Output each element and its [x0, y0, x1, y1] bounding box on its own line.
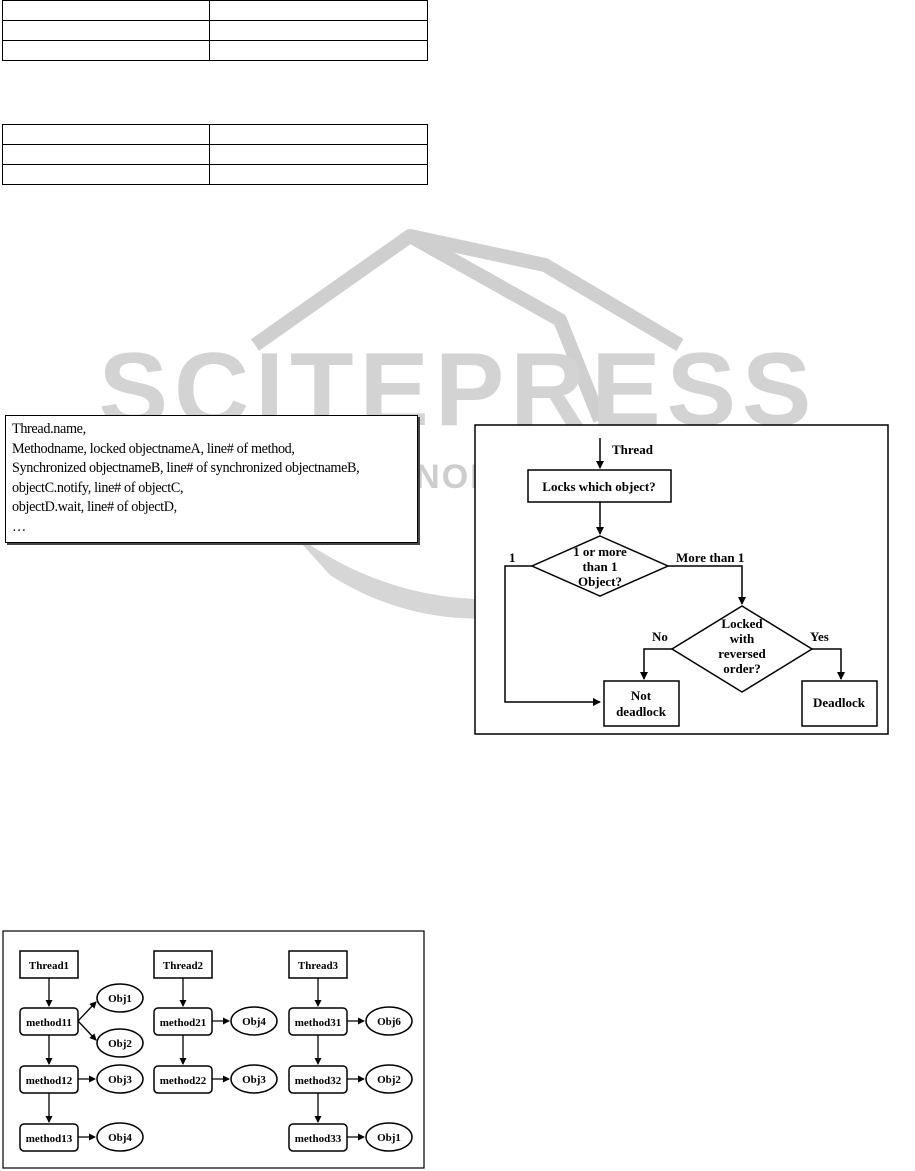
decision2-line: with — [730, 631, 755, 646]
object-node — [230, 1064, 278, 1094]
object-label: Obj4 — [242, 1016, 266, 1028]
thread-label: Thread2 — [163, 960, 204, 972]
decision1-line: Object? — [578, 574, 622, 589]
code-line: objectD.wait, line# of objectD, — [12, 499, 177, 516]
thread-method-object-diagram: Thread1 method11 Obj1 Obj2 method12 Obj3… — [2, 930, 425, 1169]
object-label: Obj2 — [108, 1038, 132, 1050]
object-node — [96, 1064, 144, 1094]
object-label: Obj3 — [108, 1074, 132, 1086]
deadlock-box — [801, 680, 878, 727]
code-line: Synchronized objectnameB, line# of synch… — [12, 460, 360, 477]
method-label: method13 — [26, 1133, 73, 1145]
branch-yes-path — [812, 648, 845, 680]
table-row — [2, 20, 428, 41]
branch-more-path — [668, 565, 746, 605]
method-label: method12 — [26, 1075, 73, 1087]
object-node — [96, 1028, 144, 1058]
thread-box — [153, 950, 213, 979]
object-label: Obj1 — [108, 993, 132, 1005]
object-label: Obj4 — [108, 1132, 132, 1144]
table-row — [2, 164, 428, 185]
branch-no-label: No — [652, 629, 668, 644]
table-row — [2, 0, 428, 21]
decision2-line: order? — [723, 661, 761, 676]
object-node — [365, 1064, 413, 1094]
decision1-line: 1 or more — [573, 544, 627, 559]
deadlock-flowchart: Thread Locks which object? 1 or more tha… — [474, 424, 889, 735]
object-node — [96, 1122, 144, 1152]
object-node — [365, 1006, 413, 1036]
decision2-line: Locked — [721, 616, 763, 631]
object-label: Obj3 — [242, 1074, 266, 1086]
not-deadlock-box — [603, 680, 680, 727]
method-label: method11 — [26, 1017, 72, 1029]
code-line: Thread.name, — [12, 421, 86, 437]
branch-one-label: 1 — [509, 550, 516, 565]
object-label: Obj1 — [377, 1132, 401, 1144]
code-line: Methodname, locked objectnameA, line# of… — [12, 440, 295, 457]
watermark-book-icon — [250, 229, 684, 423]
decision-object-count — [530, 535, 670, 597]
method-label: method31 — [295, 1017, 341, 1029]
code-line: … — [12, 518, 26, 535]
thread-box — [288, 950, 348, 979]
object-label: Obj2 — [377, 1074, 401, 1086]
empty-table-second — [2, 124, 428, 185]
table-row — [2, 124, 428, 145]
thread-label: Thread3 — [298, 960, 339, 972]
object-node — [230, 1006, 278, 1036]
empty-table-top — [2, 0, 428, 61]
method-label: method32 — [295, 1075, 342, 1087]
object-node — [365, 1122, 413, 1152]
object-node — [96, 983, 144, 1013]
decision1-line: than 1 — [582, 559, 617, 574]
start-label: Thread — [612, 442, 654, 457]
decision-reversed-order — [670, 605, 814, 693]
thread-label: Thread1 — [29, 960, 69, 972]
method-label: method21 — [160, 1017, 206, 1029]
locks-which-object-label: Locks which object? — [542, 479, 655, 494]
not-deadlock-line: deadlock — [616, 704, 667, 719]
table-row — [2, 144, 428, 165]
branch-one-path — [504, 565, 601, 706]
locks-which-object-box — [527, 469, 672, 503]
method-label: method33 — [295, 1133, 342, 1145]
deadlock-label: Deadlock — [813, 695, 866, 710]
object-label: Obj6 — [377, 1016, 401, 1028]
decision2-line: reversed — [718, 646, 766, 661]
code-line: objectC.notify, line# of objectC, — [12, 479, 184, 496]
table-row — [2, 40, 428, 61]
method-label: method22 — [160, 1075, 207, 1087]
thread-dump-format-box: Thread.name, Methodname, locked objectna… — [5, 415, 418, 543]
not-deadlock-line: Not — [631, 688, 652, 703]
branch-no-path — [640, 648, 672, 680]
branch-yes-label: Yes — [810, 629, 829, 644]
branch-more-label: More than 1 — [676, 550, 744, 565]
